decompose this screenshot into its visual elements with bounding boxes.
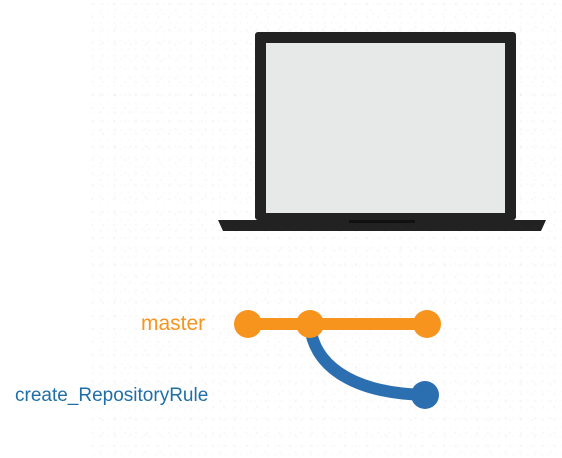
master-branch-label: master bbox=[141, 312, 206, 335]
master-commit-node-3 bbox=[413, 310, 441, 338]
feature-commit-node bbox=[411, 381, 439, 409]
laptop-base bbox=[218, 220, 546, 231]
branch-graph bbox=[234, 310, 441, 409]
laptop-hinge bbox=[349, 220, 415, 223]
laptop-icon bbox=[218, 32, 546, 231]
master-commit-node-2 bbox=[296, 310, 324, 338]
feature-branch-line bbox=[304, 319, 431, 401]
feature-branch-label: create_RepositoryRule bbox=[15, 385, 209, 406]
laptop-screen bbox=[266, 43, 505, 213]
master-commit-node-1 bbox=[234, 310, 262, 338]
